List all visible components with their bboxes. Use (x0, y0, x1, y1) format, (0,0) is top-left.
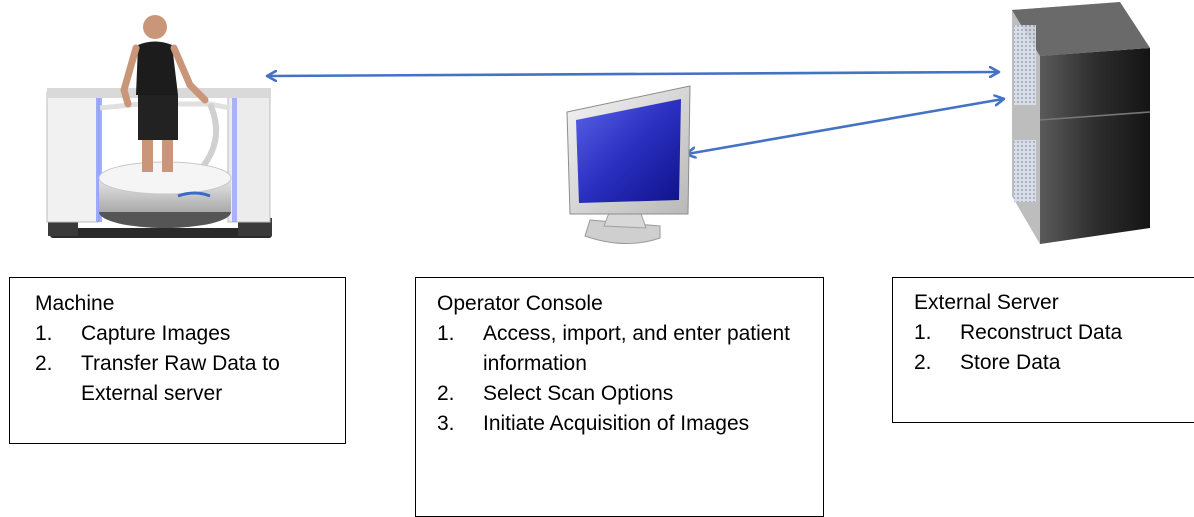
list-text: Access, import, and enter patient inform… (483, 322, 790, 375)
server-tower-icon (1012, 2, 1151, 244)
list-number: 3. (437, 412, 455, 435)
monitor-icon (566, 85, 691, 245)
list-number: 1. (914, 321, 932, 344)
list-item: 1. Access, import, and enter patient inf… (437, 319, 823, 379)
console-box: Operator Console 1. Access, import, and … (415, 277, 824, 517)
machine-task-list: 1. Capture Images 2. Transfer Raw Data t… (35, 319, 345, 409)
list-number: 2. (914, 351, 932, 374)
machine-box: Machine 1. Capture Images 2. Transfer Ra… (9, 277, 346, 444)
scanner-machine-icon (46, 15, 272, 238)
list-text: Reconstruct Data (960, 321, 1123, 344)
list-text: Select Scan Options (483, 382, 674, 405)
list-text: Capture Images (81, 322, 231, 345)
list-number: 1. (437, 322, 455, 345)
list-item: 1. Capture Images (35, 319, 345, 349)
list-text: Initiate Acquisition of Images (483, 412, 750, 435)
list-item: 2. Transfer Raw Data to External server (35, 349, 345, 409)
list-item: 3. Initiate Acquisition of Images (437, 409, 823, 439)
list-item: 2. Store Data (914, 348, 1194, 378)
server-task-list: 1. Reconstruct Data 2. Store Data (914, 318, 1194, 378)
machine-title: Machine (35, 292, 115, 315)
arrow-machine-server (268, 72, 998, 76)
list-number: 2. (35, 352, 53, 375)
server-box: External Server 1. Reconstruct Data 2. S… (892, 277, 1194, 423)
list-text: Transfer Raw Data to External server (81, 352, 280, 405)
console-title: Operator Console (437, 292, 603, 315)
list-item: 2. Select Scan Options (437, 379, 823, 409)
server-title: External Server (914, 291, 1059, 314)
list-item: 1. Reconstruct Data (914, 318, 1194, 348)
list-number: 1. (35, 322, 53, 345)
list-number: 2. (437, 382, 455, 405)
console-task-list: 1. Access, import, and enter patient inf… (437, 319, 823, 439)
list-text: Store Data (960, 351, 1061, 374)
arrow-console-server (687, 99, 1003, 154)
